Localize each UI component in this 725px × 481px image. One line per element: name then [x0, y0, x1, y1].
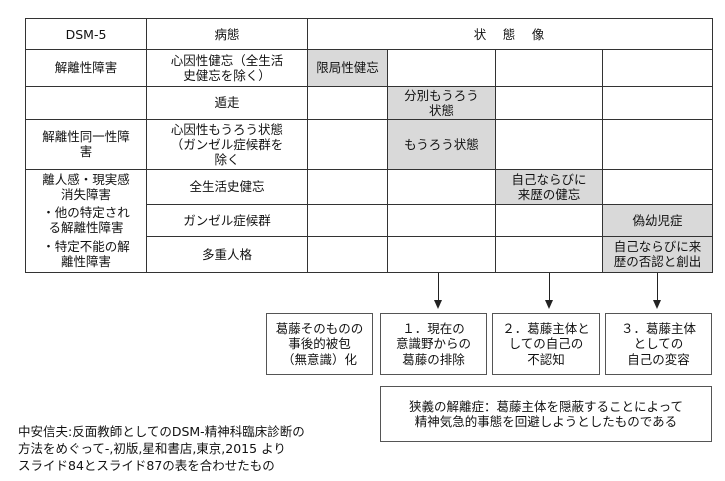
pathology-cell-text: 遁走 — [214, 95, 240, 110]
state-cell-text: 偽幼児症 — [632, 212, 683, 228]
box-text: ３．葛藤主体 としての 自己の変容 — [620, 320, 696, 367]
dsm-cell: 解離性同一性障 害 — [26, 119, 146, 169]
box-non-recognition: ２．葛藤主体と しての自己の 不認知 — [492, 313, 600, 375]
dsm-cell-text: ・特定不能の解 離性障害 — [42, 239, 130, 269]
dsm-cell-text: 離人感・現実感 消失障害 — [42, 171, 130, 202]
header-dsm-text: DSM-5 — [65, 26, 107, 42]
dsm-cell — [26, 86, 146, 119]
state-cell-text: 分別もうろう 状態 — [404, 87, 479, 118]
table-row-divider — [147, 236, 713, 237]
box-transformation: ３．葛藤主体 としての 自己の変容 — [605, 313, 712, 375]
table-border-left — [25, 18, 26, 273]
table-border-right — [712, 18, 713, 273]
pathology-cell-text: 心因性もうろう状態 （ガンゼル症候群を 除く — [170, 121, 284, 167]
state-cell-text: 限局性健忘 — [316, 60, 379, 75]
table-col-divider — [495, 49, 496, 273]
state-cell-puerilism: 偽幼児症 — [603, 204, 712, 236]
table-border-top — [26, 18, 713, 19]
header-pathology: 病態 — [147, 19, 307, 49]
table-col-divider — [602, 49, 603, 273]
box-exclusion: １．現在の 意識野からの 葛藤の排除 — [380, 313, 487, 375]
table-col-divider — [387, 49, 388, 273]
box-conflict-envelope: 葛藤そのものの 事後的被包 （無意識）化 — [266, 313, 373, 375]
table-row-divider — [26, 86, 713, 87]
dsm-cell-text: 解離性同一性障 害 — [42, 129, 130, 159]
header-pathology-text: 病態 — [214, 26, 240, 42]
pathology-cell: 全生活史健忘 — [147, 169, 307, 204]
arrow-head-icon — [545, 300, 553, 309]
box-text: 葛藤そのものの 事後的被包 （無意識）化 — [275, 320, 364, 367]
arrow-head-icon — [653, 300, 661, 309]
pathology-cell: 遁走 — [147, 86, 307, 119]
pathology-cell: 心因性健忘（全生活 史健忘を除く） — [147, 49, 307, 86]
box-text: １．現在の 意識野からの 葛藤の排除 — [395, 320, 471, 367]
table-row-divider — [26, 169, 713, 170]
arrow-down-icon — [657, 273, 658, 301]
table-col-divider — [307, 18, 308, 273]
state-cell-selective-twilight: 分別もうろう 状態 — [388, 86, 495, 119]
dsm-cell: 解離性障害 — [26, 49, 146, 86]
header-state-text: 状 態 像 — [473, 26, 547, 42]
pathology-cell: 多重人格 — [147, 236, 307, 272]
pathology-cell-text: 全生活史健忘 — [189, 179, 265, 194]
header-state: 状 態 像 — [308, 19, 712, 49]
table-row-divider — [147, 204, 713, 205]
dsm-cell-text: 解離性障害 — [54, 60, 118, 75]
table-border-bottom — [26, 272, 713, 273]
arrow-down-icon — [438, 273, 439, 301]
dsm-cell-text: ・他の特定され る解離性障害 — [42, 205, 130, 235]
citation-text: 中安信夫:反面教師としてのDSM-精神科臨床診断の 方法をめぐって-,初版,星和… — [18, 424, 305, 473]
table-col-divider — [146, 18, 147, 273]
arrow-down-icon — [549, 273, 550, 301]
state-cell-text: 自己ならびに来 歴の否認と創出 — [613, 239, 702, 269]
state-cell-text: もうろう状態 — [404, 136, 479, 152]
state-cell-localized-amnesia: 限局性健忘 — [308, 49, 387, 86]
pathology-cell-text: 多重人格 — [201, 246, 252, 262]
state-cell-self-history-amnesia: 自己ならびに 来歴の健忘 — [496, 169, 602, 204]
table-row-divider — [26, 119, 713, 120]
table-row-divider — [26, 49, 713, 50]
box-narrow-definition: 狭義の解離症：葛藤主体を隠蔽することによって 精神気急的事態を回避しようとしたも… — [380, 386, 712, 442]
pathology-cell-text: ガンゼル症候群 — [183, 212, 271, 228]
box-text: ２．葛藤主体と しての自己の 不認知 — [502, 320, 590, 367]
state-cell-text: 自己ならびに 来歴の健忘 — [511, 171, 587, 202]
dsm-cell: 離人感・現実感 消失障害 — [26, 169, 146, 204]
pathology-cell-text: 心因性健忘（全生活 史健忘を除く） — [170, 52, 284, 83]
state-cell-twilight: もうろう状態 — [388, 119, 495, 169]
dsm-cell: ・他の特定され る解離性障害 — [26, 204, 146, 236]
state-cell-self-history-denial: 自己ならびに来 歴の否認と創出 — [603, 236, 712, 272]
pathology-cell: ガンゼル症候群 — [147, 204, 307, 236]
dsm-cell: ・特定不能の解 離性障害 — [26, 236, 146, 272]
pathology-cell: 心因性もうろう状態 （ガンゼル症候群を 除く — [147, 119, 307, 169]
arrow-head-icon — [434, 300, 442, 309]
box-text: 狭義の解離症：葛藤主体を隠蔽することによって 精神気急的事態を回避しようとしたも… — [408, 398, 683, 430]
header-dsm: DSM-5 — [26, 19, 146, 49]
